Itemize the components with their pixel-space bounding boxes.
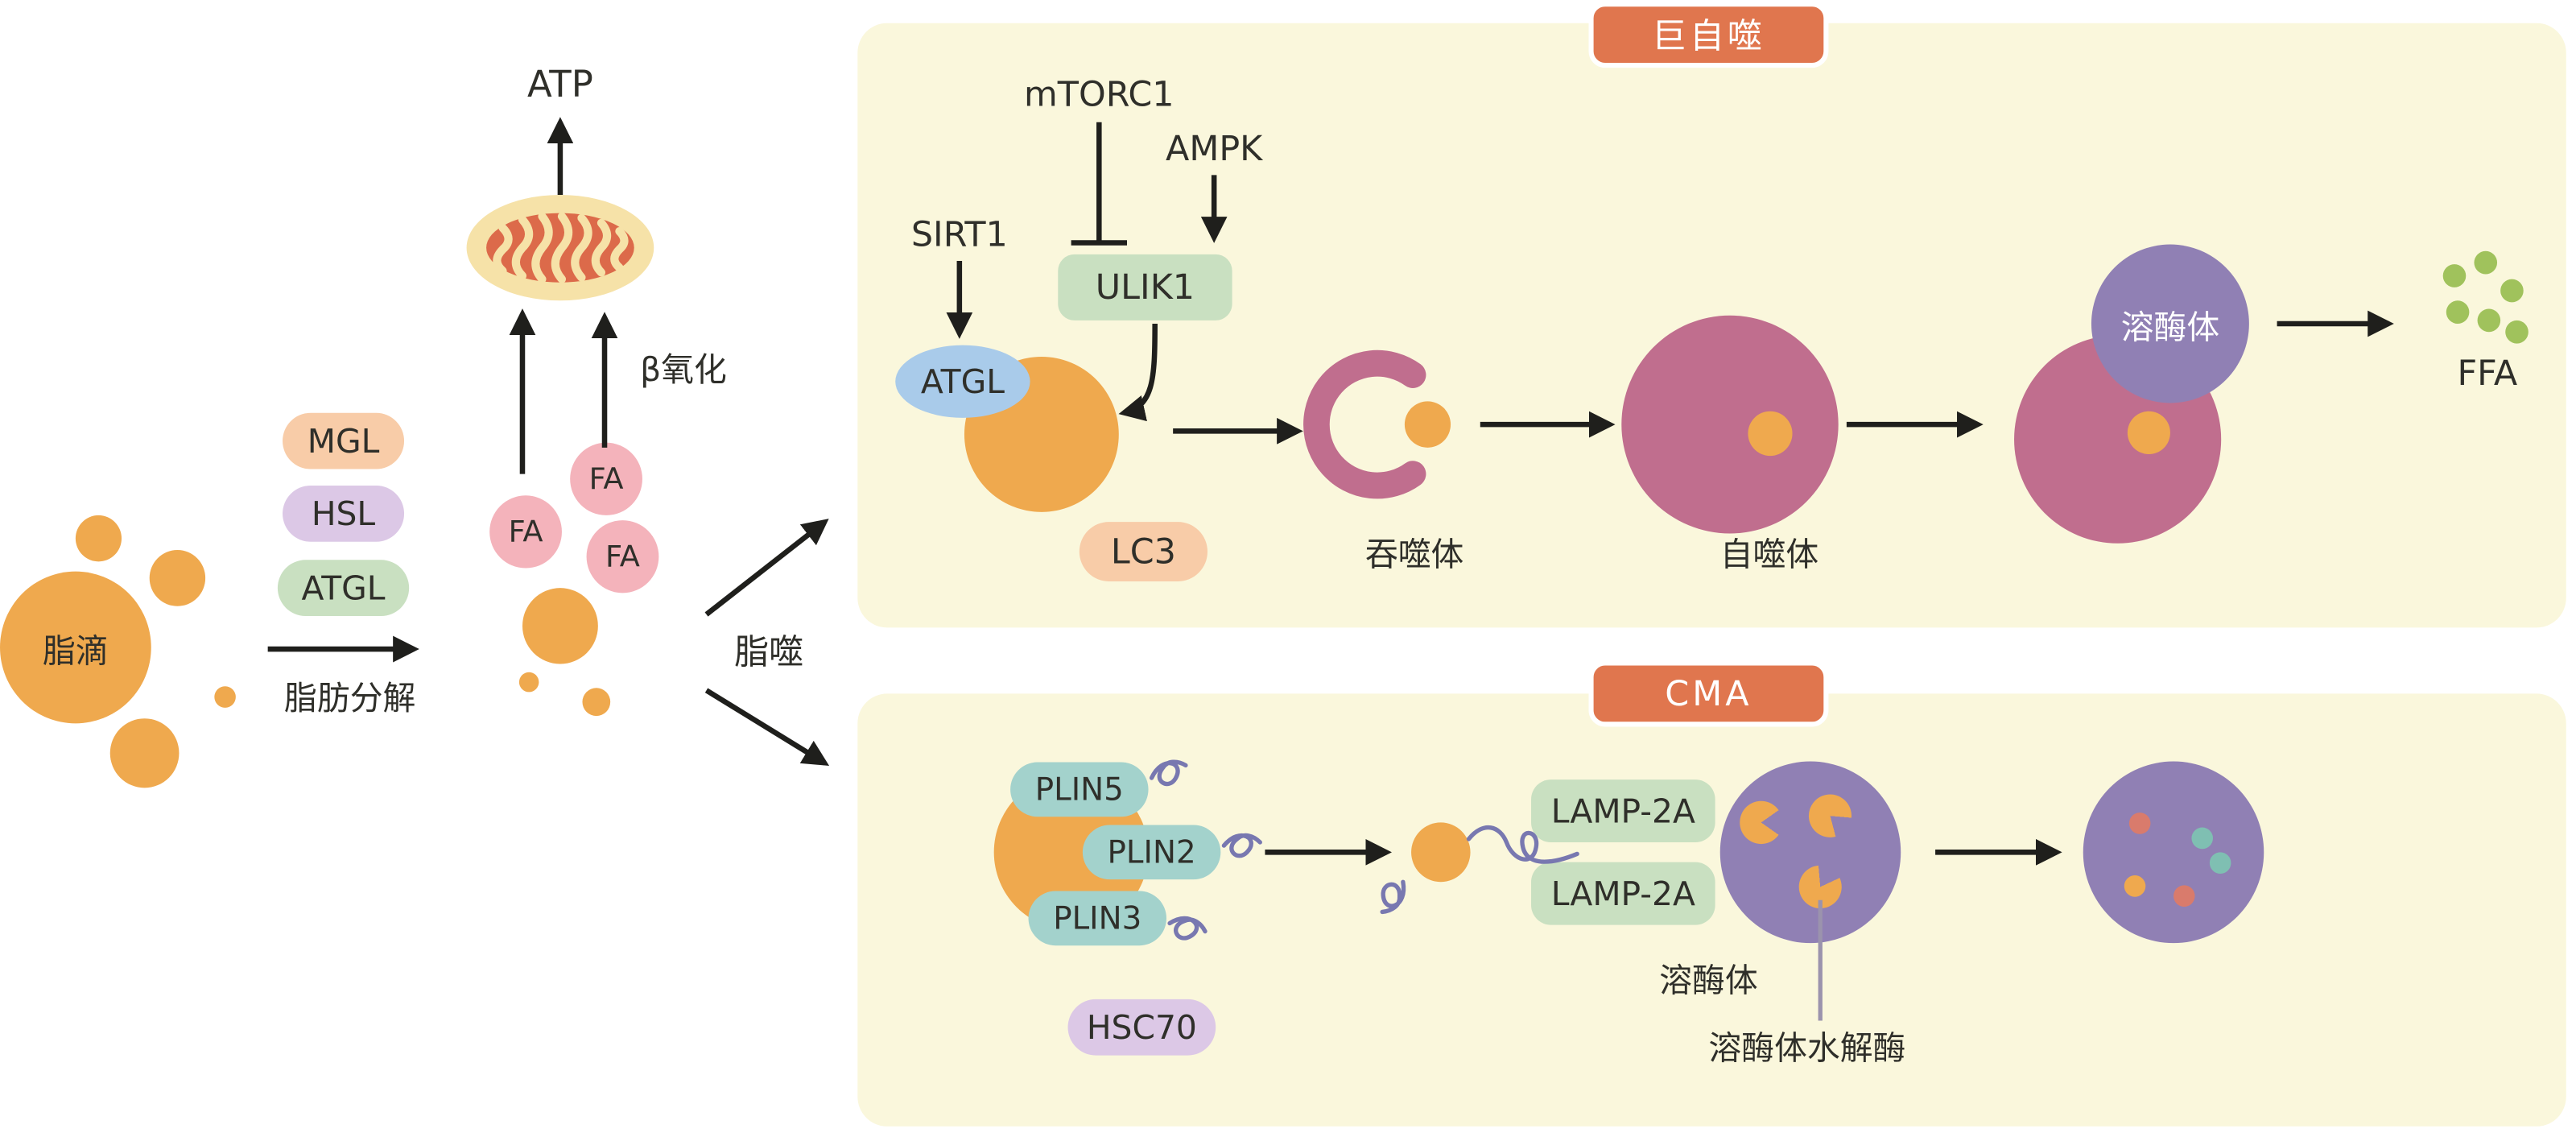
cma-title-badge: CMA bbox=[1588, 660, 1829, 727]
mgl-pill: MGL bbox=[283, 412, 405, 469]
plin3-pill: PLIN3 bbox=[1028, 891, 1166, 946]
lipid-droplet-label: 脂滴 bbox=[43, 630, 109, 670]
sirt1-label: SIRT1 bbox=[910, 214, 1008, 254]
fa-circle: FA bbox=[586, 520, 659, 593]
degraded-fragment bbox=[2174, 885, 2195, 908]
lamp2a-top-pill: LAMP-2A bbox=[1531, 779, 1715, 843]
ffa-dot bbox=[2446, 300, 2470, 324]
hydrolase-enzyme-icon bbox=[1800, 785, 1860, 846]
lipid-droplet-tiny bbox=[214, 686, 236, 708]
autophagosome-label: 自噬体 bbox=[1719, 534, 1819, 574]
lysosome-macro: 溶酶体 bbox=[2091, 244, 2249, 403]
unfolding-droplet bbox=[1411, 822, 1471, 883]
phagophore-label: 吞噬体 bbox=[1364, 534, 1464, 574]
lipid-droplet-mid-tiny bbox=[518, 672, 539, 693]
degraded-fragment bbox=[2191, 827, 2213, 850]
plin5-pill: PLIN5 bbox=[1010, 762, 1149, 817]
hsl-pill: HSL bbox=[283, 485, 405, 542]
lipid-droplet-small bbox=[149, 549, 206, 606]
lipophagy-branch-up-arrow bbox=[704, 519, 829, 617]
cargo-droplet bbox=[2127, 411, 2170, 455]
ffa-dot bbox=[2474, 250, 2498, 275]
lc3-pill: LC3 bbox=[1079, 522, 1208, 581]
fa-circle: FA bbox=[489, 495, 562, 569]
ampk-label: AMPK bbox=[1166, 128, 1263, 169]
ffa-label: FFA bbox=[2457, 353, 2518, 394]
lipophagy-label: 脂噬 bbox=[734, 632, 803, 672]
cargo-droplet bbox=[1748, 411, 1793, 457]
ffa-dot bbox=[2500, 279, 2524, 303]
mitochondria-icon bbox=[466, 195, 654, 301]
atgl-pill: ATGL bbox=[277, 560, 410, 617]
atgl-ellipse: ATGL bbox=[895, 345, 1030, 418]
plin2-pill: PLIN2 bbox=[1082, 825, 1221, 880]
lipid-droplet-mid bbox=[522, 588, 598, 664]
lipolysis-label: 脂肪分解 bbox=[284, 677, 416, 718]
hydrolase-enzyme-icon bbox=[1740, 800, 1783, 845]
degraded-fragment bbox=[2209, 852, 2231, 874]
hydrolase-label: 溶酶体水解酶 bbox=[1708, 1028, 1906, 1068]
beta-oxidation-label: β氧化 bbox=[640, 349, 727, 390]
macroautophagy-title-badge: 巨自噬 bbox=[1588, 2, 1829, 68]
cargo-droplet-phagophore bbox=[1404, 401, 1451, 448]
ffa-dot bbox=[2442, 264, 2467, 287]
mtorc1-label: mTORC1 bbox=[1024, 74, 1174, 114]
degradation-lysosome bbox=[2083, 761, 2264, 944]
hsc70-pill: HSC70 bbox=[1067, 999, 1216, 1056]
lysosome-cma bbox=[1719, 761, 1901, 944]
lipid-droplet-mid-tiny bbox=[582, 688, 611, 717]
ffa-dot bbox=[2477, 308, 2501, 333]
lipid-droplet-small bbox=[75, 515, 122, 562]
hydrolase-enzyme-icon bbox=[1790, 857, 1850, 916]
lamp2a-bottom-pill: LAMP-2A bbox=[1531, 862, 1715, 925]
lipid-droplet-small bbox=[109, 718, 180, 788]
atp-label: ATP bbox=[527, 65, 593, 107]
degraded-fragment bbox=[2128, 813, 2151, 834]
degraded-fragment bbox=[2124, 875, 2146, 897]
autophagosome bbox=[1621, 315, 1839, 534]
ulik1-pill: ULIK1 bbox=[1058, 254, 1232, 320]
lipophagy-branch-down-arrow bbox=[704, 688, 830, 766]
lipid-droplet-large: 脂滴 bbox=[0, 571, 151, 724]
fa-circle: FA bbox=[570, 442, 642, 515]
ffa-dot bbox=[2505, 320, 2529, 344]
cma-lysosome-label: 溶酶体 bbox=[1659, 960, 1758, 1000]
